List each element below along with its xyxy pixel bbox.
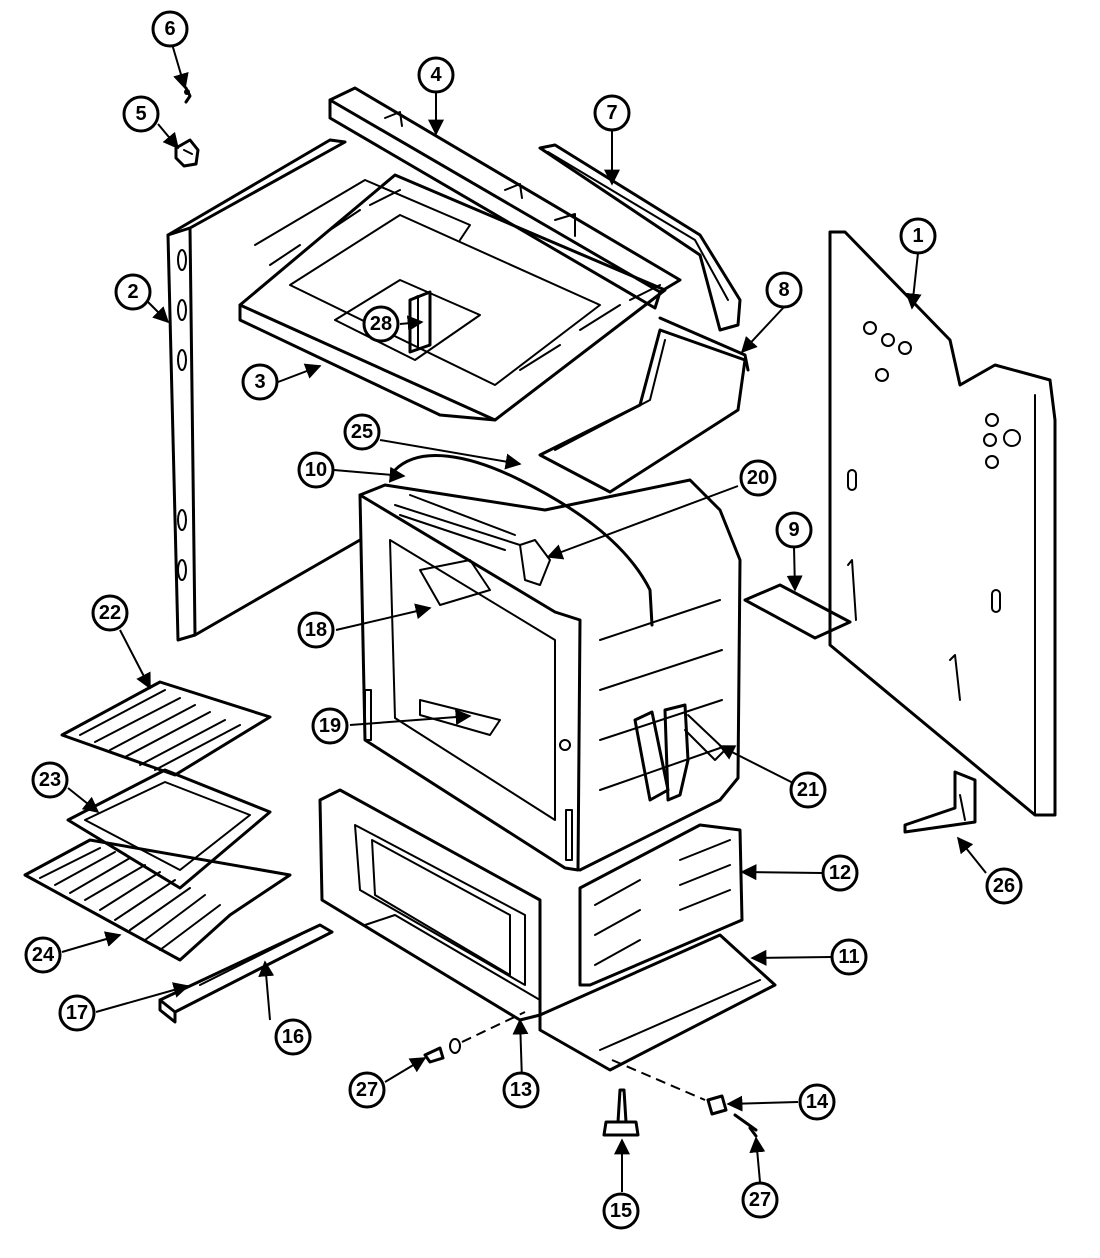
wire-harness-part	[393, 454, 654, 627]
callout-14: 14	[798, 1083, 836, 1121]
callout-label: 4	[430, 64, 442, 86]
callout-label: 6	[164, 18, 175, 40]
callout-label: 14	[806, 1091, 829, 1113]
callout-label: 24	[32, 944, 55, 966]
callout-label: 27	[749, 1189, 771, 1211]
callout-label: 17	[66, 1002, 88, 1024]
drawer-base-part	[364, 914, 777, 1072]
screw-part	[184, 86, 192, 104]
callout-label: 19	[319, 715, 341, 737]
callout-23: 23	[31, 761, 69, 799]
clip-part	[174, 138, 200, 168]
broiler-pan-part	[60, 680, 272, 777]
callout-label: 12	[829, 862, 851, 884]
callout-label: 5	[135, 103, 146, 125]
callout-label: 9	[788, 519, 799, 541]
callout-27-upper: 27	[348, 1071, 386, 1109]
callout-label: 11	[838, 946, 859, 968]
callout-27-lower: 27	[741, 1181, 779, 1219]
callout-26: 26	[985, 867, 1023, 905]
callout-label: 7	[606, 102, 617, 124]
rear-panel-part	[828, 230, 1057, 817]
callout-6: 6	[151, 10, 189, 48]
rear-bracket-part	[328, 86, 682, 310]
callout-10: 10	[297, 451, 335, 489]
nut-part	[611, 1059, 728, 1116]
vent-duct-part	[538, 316, 750, 494]
callout-label: 15	[610, 1200, 632, 1222]
oven-cavity-part	[358, 478, 742, 872]
side-trim-part	[166, 138, 362, 642]
callout-1: 1	[899, 217, 937, 255]
callout-label: 23	[39, 769, 61, 791]
callout-label: 26	[993, 875, 1015, 897]
corner-bracket-part	[903, 770, 977, 834]
callout-7: 7	[593, 94, 631, 132]
callout-28: 28	[362, 305, 400, 343]
callout-label: 13	[510, 1079, 532, 1101]
callout-22: 22	[91, 594, 129, 632]
callout-15: 15	[602, 1192, 640, 1230]
callout-24: 24	[24, 936, 62, 974]
callout-label: 27	[356, 1079, 378, 1101]
callout-16: 16	[274, 1018, 312, 1056]
callout-4: 4	[417, 56, 455, 94]
kick-panel-part	[318, 788, 542, 1022]
callout-5: 5	[122, 95, 160, 133]
top-frame-part	[238, 173, 667, 422]
callout-label: 8	[778, 279, 789, 301]
callout-label: 10	[305, 459, 327, 481]
callout-3: 3	[241, 363, 279, 401]
hinge-part	[633, 703, 726, 802]
leader-lines	[61, 43, 987, 1192]
vent-trim-part	[538, 143, 742, 332]
callout-25: 25	[343, 413, 381, 451]
bolt-and-washer-part	[423, 1011, 526, 1064]
leveling-leg-part	[602, 1088, 640, 1137]
callout-label: 28	[370, 313, 392, 335]
broiler-tray-part	[66, 768, 272, 890]
callout-label: 18	[305, 619, 327, 641]
callout-label: 2	[127, 281, 138, 303]
side-panel-part	[578, 823, 744, 987]
callout-label: 21	[797, 779, 819, 801]
callout-label: 1	[912, 225, 923, 247]
callout-label: 25	[351, 421, 373, 443]
callout-2: 2	[114, 273, 152, 311]
callout-label: 22	[99, 602, 121, 624]
callout-11: 11	[830, 938, 868, 976]
screw-lower-part	[733, 1113, 758, 1138]
callout-17: 17	[58, 994, 96, 1032]
callout-21: 21	[789, 771, 827, 809]
callout-9: 9	[775, 511, 813, 549]
callout-label: 16	[282, 1026, 304, 1048]
plate-part	[743, 583, 852, 640]
callout-12: 12	[821, 854, 859, 892]
oven-rack-part	[23, 838, 292, 962]
callout-label: 20	[747, 467, 769, 489]
callout-13: 13	[502, 1071, 540, 1109]
callout-19: 19	[311, 707, 349, 745]
callout-8: 8	[765, 271, 803, 309]
callout-label: 3	[254, 371, 265, 393]
callout-18: 18	[297, 611, 335, 649]
callout-20: 20	[739, 459, 777, 497]
drawer-rail-part	[158, 923, 334, 1024]
